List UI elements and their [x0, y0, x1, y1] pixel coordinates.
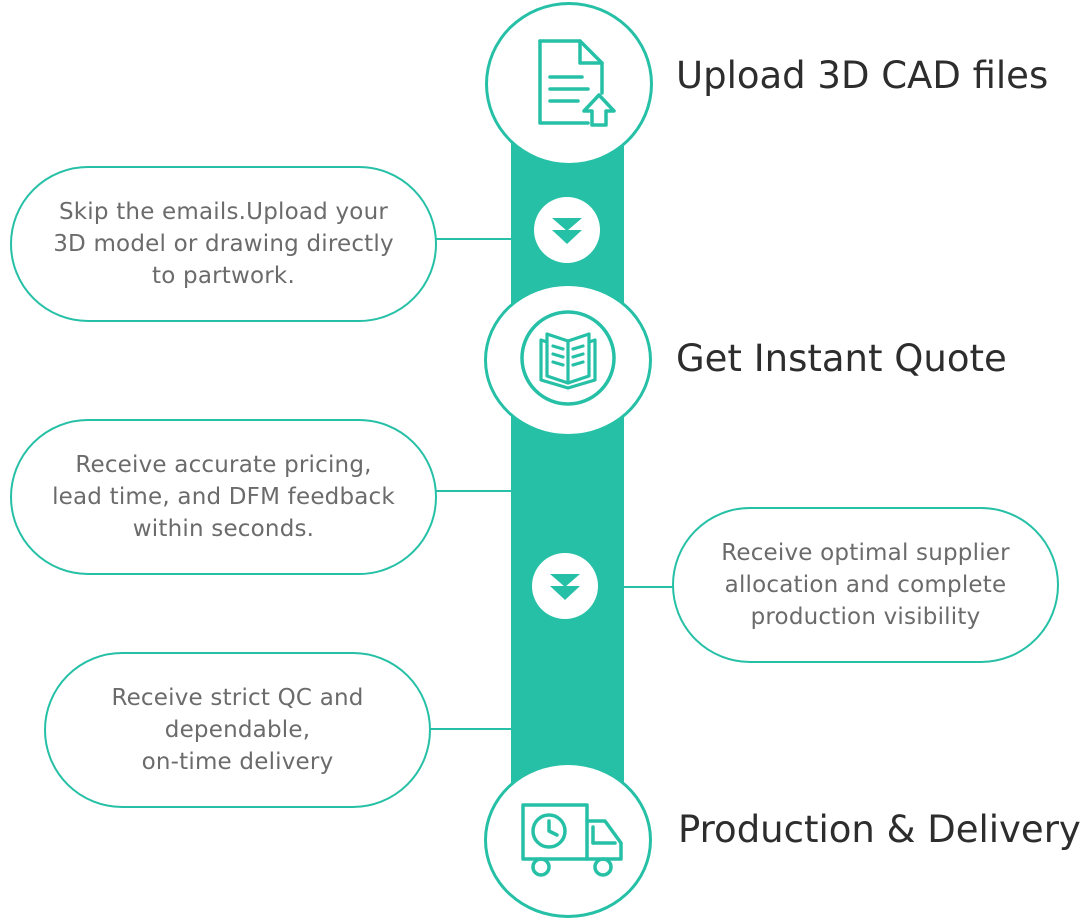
step-delivery-title: Production & Delivery [678, 808, 1080, 851]
delivery-truck-clock-icon [521, 803, 623, 877]
double-chevron-down-icon [550, 574, 580, 600]
timeline-spine [511, 80, 624, 840]
arrow-badge [534, 197, 600, 263]
connector-line [590, 586, 674, 588]
note-text: Receive accurate pricing, lead time, and… [52, 452, 395, 542]
note-text: Receive strict QC and dependable, on-tim… [111, 685, 364, 775]
note-bubble-supplier: Receive optimal supplier allocation and … [672, 507, 1059, 663]
note-bubble-quote: Receive accurate pricing, lead time, and… [10, 419, 437, 575]
note-text: Receive optimal supplier allocation and … [721, 540, 1010, 630]
step-delivery-circle [484, 762, 652, 918]
connector-line [436, 490, 512, 492]
double-chevron-down-icon [552, 218, 582, 244]
document-upload-icon [538, 39, 616, 127]
note-bubble-delivery: Receive strict QC and dependable, on-tim… [44, 652, 431, 808]
note-bubble-upload: Skip the emails.Upload your 3D model or … [10, 166, 437, 322]
open-book-icon [520, 310, 616, 406]
arrow-badge [532, 553, 598, 619]
connector-line [430, 728, 512, 730]
step-upload-circle [485, 2, 653, 166]
connector-line [436, 238, 512, 240]
step-quote-title: Get Instant Quote [676, 337, 1007, 380]
step-upload-title: Upload 3D CAD files [676, 54, 1049, 97]
note-text: Skip the emails.Upload your 3D model or … [53, 199, 394, 289]
step-quote-circle [484, 283, 652, 437]
